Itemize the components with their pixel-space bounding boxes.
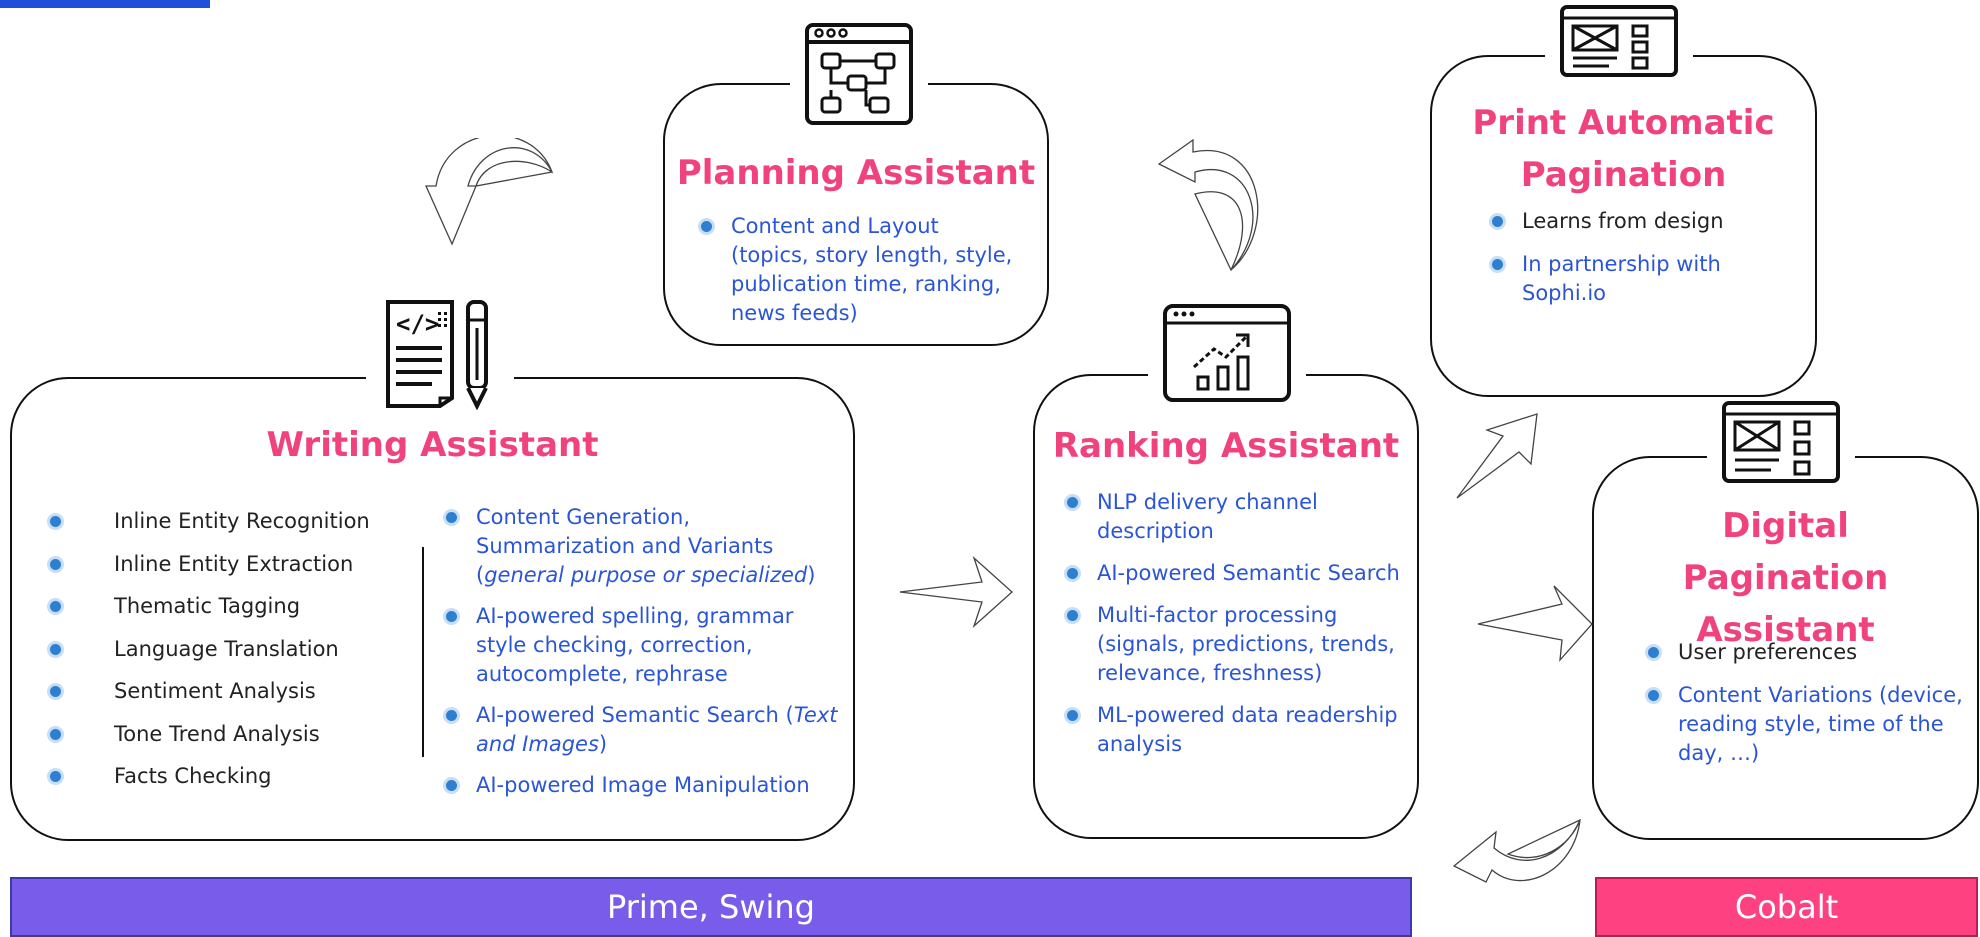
writing-assistant-title: Writing Assistant — [266, 425, 599, 465]
print-list: Learns from design In partnership with S… — [1488, 207, 1808, 308]
bullet-icon — [1067, 710, 1078, 721]
bullet-icon — [1492, 216, 1503, 227]
svg-text:</>: </> — [396, 310, 439, 338]
list-item: Content and Layout (topics, story length… — [697, 212, 1017, 328]
flowchart-window-icon — [790, 22, 928, 126]
platform-bar-prime-swing: Prime, Swing — [10, 877, 1412, 937]
bullet-icon — [50, 771, 61, 782]
bullet-icon — [1492, 259, 1503, 270]
bullet-icon — [50, 686, 61, 697]
arrow-right-icon — [899, 556, 1013, 628]
code-document-pencil-icon: </> — [366, 298, 514, 410]
bullet-icon — [446, 512, 457, 523]
bullet-icon — [1067, 568, 1078, 579]
list-item: AI-powered Image Manipulation — [442, 771, 842, 800]
curved-arrow-icon — [424, 138, 554, 246]
list-item: Language Translation — [46, 635, 376, 664]
curved-arrow-icon — [1157, 138, 1259, 272]
growth-chart-window-icon — [1148, 303, 1306, 403]
list-item: Tone Trend Analysis — [46, 720, 376, 749]
list-item: Inline Entity Recognition — [46, 507, 376, 536]
digital-pagination-card: Digital Pagination Assistant User prefer… — [1592, 456, 1979, 840]
writing-right-list: Content Generation, Summarization and Va… — [442, 503, 842, 800]
ranking-assistant-title: Ranking Assistant — [1052, 426, 1400, 466]
bullet-icon — [1067, 497, 1078, 508]
bullet-icon — [446, 780, 457, 791]
bullet-icon — [1648, 690, 1659, 701]
digital-pagination-title: Digital Pagination Assistant — [1682, 506, 1889, 650]
print-pagination-card: Print Automatic Pagination Learns from d… — [1430, 55, 1817, 397]
writing-assistant-card: Writing Assistant Inline Entity Recognit… — [10, 377, 855, 841]
list-item: Content Variations (device, reading styl… — [1644, 681, 1964, 768]
ranking-list: NLP delivery channel description AI-powe… — [1063, 488, 1403, 759]
digital-list: User preferences Content Variations (dev… — [1644, 638, 1964, 768]
bullet-icon — [446, 710, 457, 721]
list-item: Sentiment Analysis — [46, 677, 376, 706]
writing-left-list: Inline Entity Recognition Inline Entity … — [46, 507, 376, 791]
header-accent-line — [0, 0, 210, 8]
layout-wireframe-icon — [1545, 4, 1693, 78]
print-pagination-title: Print Automatic Pagination — [1472, 103, 1775, 195]
list-item: In partnership with Sophi.io — [1488, 250, 1808, 308]
list-item: ML-powered data readership analysis — [1063, 701, 1403, 759]
bullet-icon — [50, 601, 61, 612]
writing-divider — [422, 547, 424, 757]
platform-bar-cobalt: Cobalt — [1595, 877, 1978, 937]
bullet-icon — [446, 611, 457, 622]
planning-assistant-card: Planning Assistant Content and Layout (t… — [663, 83, 1049, 346]
list-item: AI-powered Semantic Search — [1063, 559, 1403, 588]
bullet-icon — [1067, 610, 1078, 621]
curved-arrow-icon — [1452, 818, 1581, 883]
bullet-icon — [50, 558, 61, 570]
bullet-icon — [50, 728, 61, 740]
bullet-icon — [701, 221, 712, 232]
list-item: Multi-factor processing (signals, predic… — [1063, 601, 1403, 688]
list-item: Thematic Tagging — [46, 592, 376, 621]
list-item: AI-powered spelling, grammar style check… — [442, 602, 842, 689]
arrow-up-right-icon — [1456, 413, 1538, 499]
planning-assistant-title: Planning Assistant — [676, 153, 1036, 193]
list-item: NLP delivery channel description — [1063, 488, 1403, 546]
bullet-icon — [50, 516, 61, 527]
planning-list: Content and Layout (topics, story length… — [697, 212, 1017, 328]
list-item: Facts Checking — [46, 762, 376, 791]
list-item: Inline Entity Extraction — [46, 550, 376, 579]
list-item: User preferences — [1644, 638, 1964, 667]
arrow-right-icon — [1477, 585, 1593, 662]
layout-wireframe-icon — [1707, 400, 1855, 484]
bullet-icon — [50, 643, 61, 655]
list-item: AI-powered Semantic Search (Text and Ima… — [442, 701, 842, 759]
list-item: Content Generation, Summarization and Va… — [442, 503, 842, 590]
ranking-assistant-card: Ranking Assistant NLP delivery channel d… — [1033, 374, 1419, 839]
list-item: Learns from design — [1488, 207, 1808, 236]
bullet-icon — [1648, 647, 1659, 658]
